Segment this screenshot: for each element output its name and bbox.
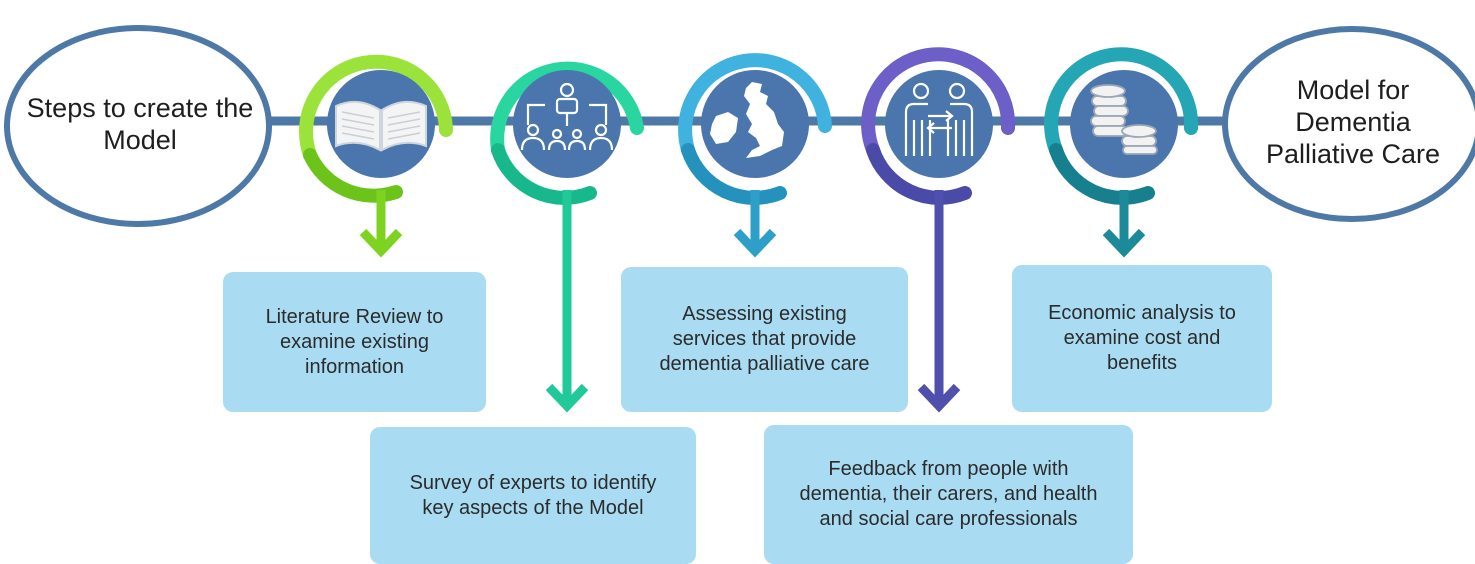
two-people-exchange-icon	[904, 82, 974, 156]
step-2-node	[490, 61, 644, 413]
step-1-label: Literature Review to examine existing in…	[265, 305, 444, 378]
step-4-node	[861, 47, 1016, 413]
people-network-icon	[520, 82, 614, 151]
step-3-label: Assessing existing services that provide…	[659, 303, 870, 375]
step-5-node	[1044, 47, 1199, 258]
step-3-node	[678, 53, 832, 258]
step-1-box: Literature Review to examine existing in…	[223, 272, 486, 412]
step-4-label: Feedback from people with dementia, thei…	[799, 458, 1098, 530]
step-5-box: Economic analysis to examine cost and be…	[1012, 265, 1272, 412]
book-icon	[335, 100, 427, 152]
end-ellipse	[1222, 26, 1475, 222]
step-2-label: Survey of experts to identify key aspect…	[409, 471, 657, 519]
step-2-box: Survey of experts to identify key aspect…	[370, 427, 696, 564]
step-3-box: Assessing existing services that provide…	[621, 267, 908, 412]
coins-icon	[1090, 84, 1158, 155]
start-ellipse	[4, 25, 272, 227]
start-label: Steps to create the Model	[26, 93, 254, 155]
step-1-node	[299, 54, 453, 258]
step-5-label: Economic analysis to examine cost and be…	[1048, 302, 1236, 374]
step-4-box: Feedback from people with dementia, thei…	[764, 425, 1133, 564]
end-label: Model for Dementia Palliative Care	[1265, 75, 1441, 169]
uk-map-icon	[710, 82, 784, 158]
